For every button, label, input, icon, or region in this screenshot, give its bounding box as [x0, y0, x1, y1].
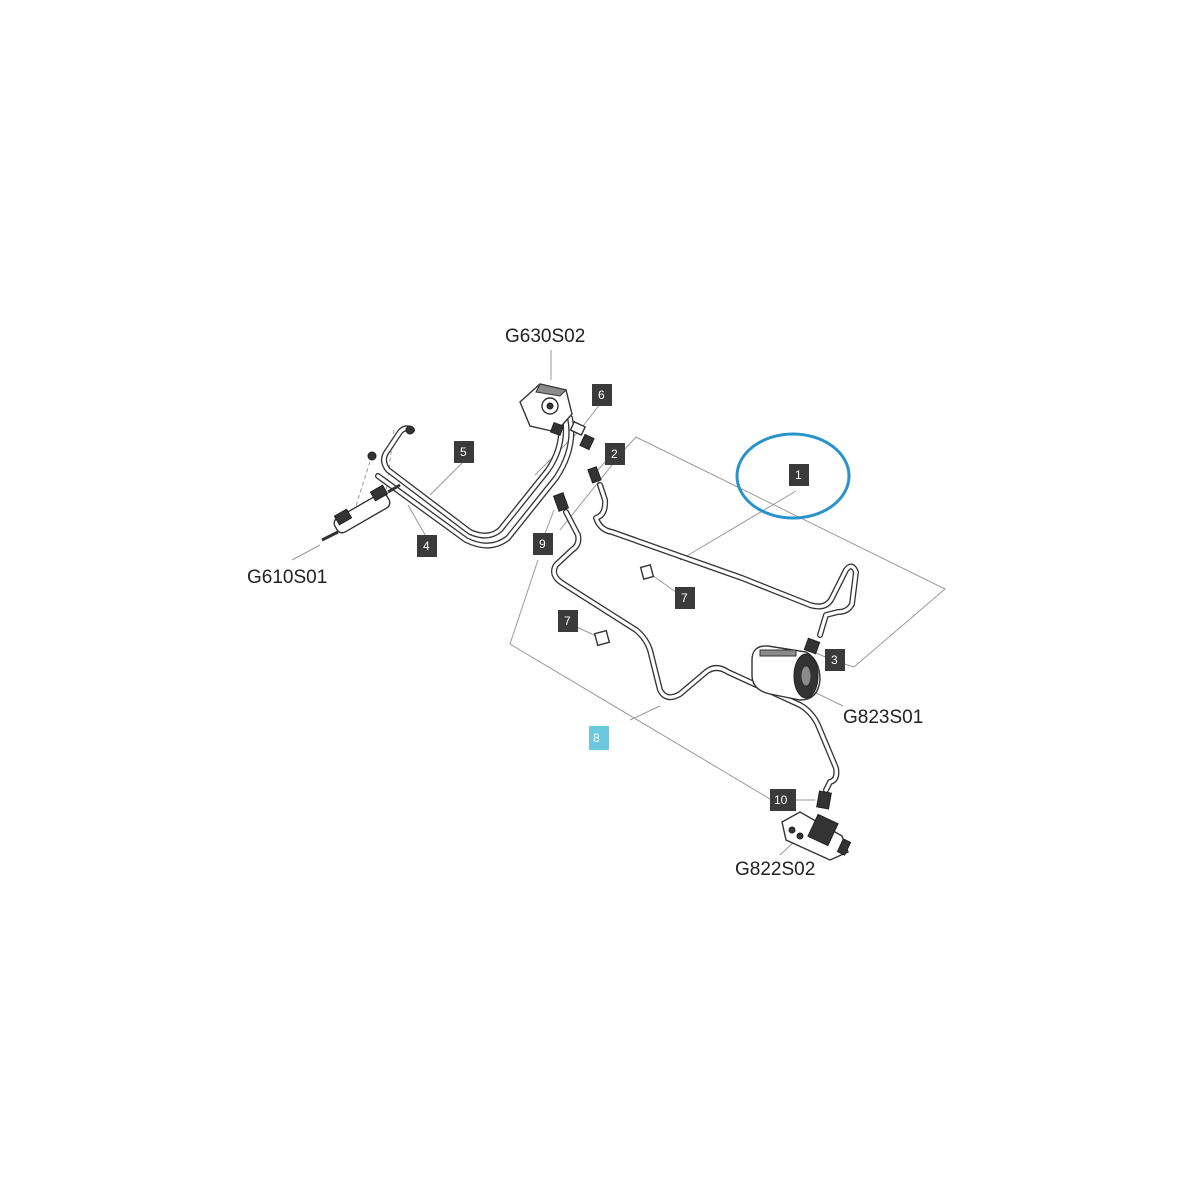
callout-5-label: 5	[460, 445, 467, 459]
callout-1-box	[789, 464, 809, 486]
callout-10[interactable]: 10	[770, 789, 796, 811]
callout-1-label: 1	[795, 468, 802, 482]
callout-8-box	[589, 726, 609, 750]
assembly-labels: G630S02 G610S01 G823S01 G822S02	[247, 326, 923, 880]
callout-9[interactable]: 9	[533, 533, 553, 555]
callout-9-label: 9	[539, 537, 546, 551]
callouts: 1 2 3 4 5 6 7 7	[417, 384, 845, 811]
callout-4[interactable]: 4	[417, 535, 437, 557]
highlight-ring	[735, 432, 851, 520]
callout-7a-label: 7	[681, 591, 688, 605]
assembly-label-g823: G823S01	[843, 707, 923, 728]
assembly-g822-part	[781, 790, 852, 861]
callout-6-box	[592, 384, 612, 406]
assembly-label-g610: G610S01	[247, 567, 327, 588]
callout-7b[interactable]: 7	[558, 610, 578, 632]
callout-8-label: 8	[593, 731, 600, 745]
callout-4-label: 4	[423, 539, 430, 553]
assembly-g630-part	[519, 383, 602, 512]
assembly-g823-part	[751, 637, 821, 701]
callout-2-label: 2	[611, 447, 618, 461]
callout-3-box	[825, 649, 845, 671]
callout-1[interactable]: 1	[789, 464, 809, 486]
pipes	[375, 415, 859, 793]
callout-7a-box	[675, 587, 695, 609]
callout-3[interactable]: 3	[825, 649, 845, 671]
callout-9-box	[533, 533, 553, 555]
callout-5-box	[454, 441, 474, 463]
callout-5[interactable]: 5	[454, 441, 474, 463]
callout-7a[interactable]: 7	[675, 587, 695, 609]
callout-6-label: 6	[598, 388, 605, 402]
assembly-label-g822: G822S02	[735, 859, 815, 880]
clips	[593, 564, 655, 647]
leader-lines	[291, 350, 946, 856]
assembly-g610-part	[321, 425, 415, 542]
callout-2[interactable]: 2	[605, 443, 625, 465]
callout-7b-label: 7	[564, 614, 571, 628]
callout-10-label: 10	[774, 793, 788, 807]
assembly-label-g630: G630S02	[505, 326, 585, 347]
callout-10-box	[770, 789, 796, 811]
callout-2-box	[605, 443, 625, 465]
callout-4-box	[417, 535, 437, 557]
callout-3-label: 3	[831, 653, 838, 667]
callout-6[interactable]: 6	[592, 384, 612, 406]
callout-8[interactable]: 8	[589, 726, 609, 750]
callout-7b-box	[558, 610, 578, 632]
